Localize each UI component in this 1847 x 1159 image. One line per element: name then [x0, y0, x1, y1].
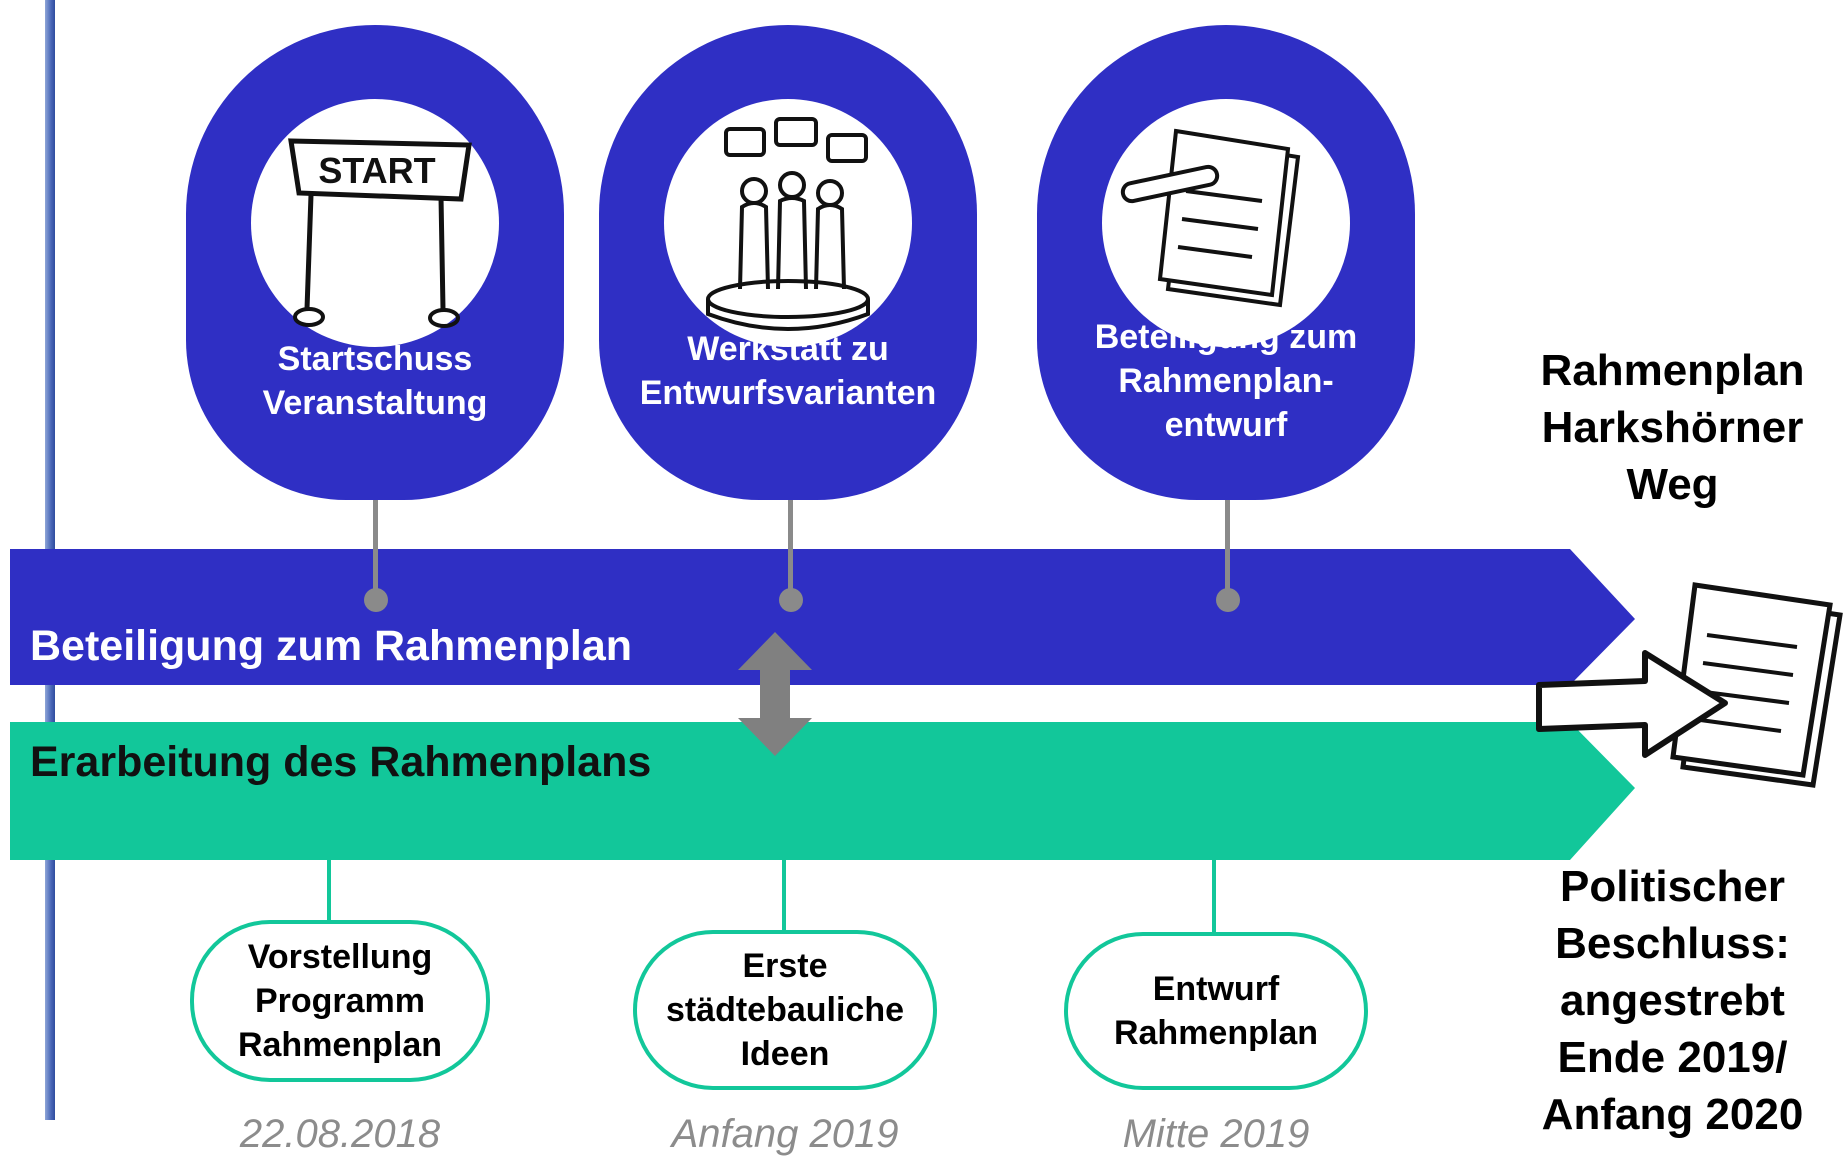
- event-dot: [779, 588, 803, 612]
- event-title-line: Werkstatt zu: [687, 330, 889, 368]
- event-werkstatt: Werkstatt zu Entwurfsvarianten: [599, 25, 977, 500]
- event-title-line: entwurf: [1164, 406, 1288, 444]
- event-dot: [364, 588, 388, 612]
- development-band-label: Erarbeitung des Rahmenplans: [30, 738, 652, 786]
- milestone-line: städtebauliche: [665, 991, 905, 1029]
- milestone-vorstellung: Vorstellung Programm Rahmenplan: [190, 920, 490, 1082]
- milestone-line: Ideen: [740, 1035, 830, 1073]
- political-decision-text: Politischer Beschluss: angestrebt Ende 2…: [1500, 858, 1845, 1143]
- event-startschuss: START Startschuss Veranstaltung: [186, 25, 564, 500]
- event-dot: [1216, 588, 1240, 612]
- milestone-line: Entwurf: [1152, 970, 1280, 1008]
- milestone-line: Vorstellung: [247, 938, 433, 976]
- milestone-erste-ideen: Erste städtebauliche Ideen: [633, 930, 937, 1090]
- result-title-line: Weg: [1626, 460, 1719, 509]
- documents-pen-icon: [1120, 128, 1301, 308]
- event-connector: [1225, 495, 1230, 600]
- decision-line: Ende 2019/: [1557, 1033, 1788, 1082]
- development-band-arrow: [10, 722, 1635, 860]
- event-title-line: Rahmenplan-: [1118, 362, 1334, 400]
- event-title-line: Beteiligung zum: [1094, 318, 1358, 356]
- event-icon-circle: [664, 99, 912, 347]
- event-icon-circle: START: [251, 99, 499, 347]
- event-connector: [373, 495, 378, 600]
- milestone-connector: [327, 858, 331, 924]
- event-title: Werkstatt zu Entwurfsvarianten: [609, 327, 967, 415]
- milestone-line: Erste: [742, 947, 828, 985]
- result-title-line: Harkshörner: [1541, 403, 1804, 452]
- people-discussion-icon: [706, 117, 870, 331]
- event-beteiligung-entwurf: Beteiligung zum Rahmenplan- entwurf: [1037, 25, 1415, 500]
- result-title-line: Rahmenplan: [1540, 346, 1805, 395]
- start-banner-icon: START: [288, 138, 472, 328]
- document-handover-icon: [1536, 582, 1843, 788]
- event-icon-circle: [1102, 99, 1350, 347]
- milestone-line: Programm: [254, 982, 426, 1020]
- decision-line: Politischer: [1560, 862, 1785, 911]
- start-banner-text: START: [318, 150, 435, 191]
- event-title-line: Entwurfsvarianten: [639, 374, 937, 412]
- event-title: Startschuss Veranstaltung: [196, 337, 554, 425]
- milestone-date: 22.08.2018: [239, 1112, 441, 1156]
- decision-line: Beschluss:: [1555, 919, 1790, 968]
- decision-line: angestrebt: [1560, 976, 1785, 1025]
- decision-line: Anfang 2020: [1541, 1090, 1804, 1139]
- milestone-entwurf: Entwurf Rahmenplan: [1064, 932, 1368, 1090]
- event-title: Beteiligung zum Rahmenplan- entwurf: [1047, 315, 1405, 447]
- event-connector: [788, 495, 793, 600]
- milestone-line: Rahmenplan: [1113, 1014, 1319, 1052]
- milestone-date: Anfang 2019: [671, 1112, 899, 1156]
- event-title-line: Startschuss: [277, 340, 473, 378]
- participation-band-label: Beteiligung zum Rahmenplan: [30, 622, 633, 670]
- milestone-date: Mitte 2019: [1122, 1112, 1310, 1156]
- milestone-connector: [782, 858, 786, 934]
- milestone-line: Rahmenplan: [237, 1026, 443, 1064]
- event-title-line: Veranstaltung: [262, 384, 488, 422]
- result-title: Rahmenplan Harkshörner Weg: [1500, 342, 1845, 513]
- milestone-connector: [1212, 858, 1216, 936]
- double-arrow-icon: [738, 632, 812, 756]
